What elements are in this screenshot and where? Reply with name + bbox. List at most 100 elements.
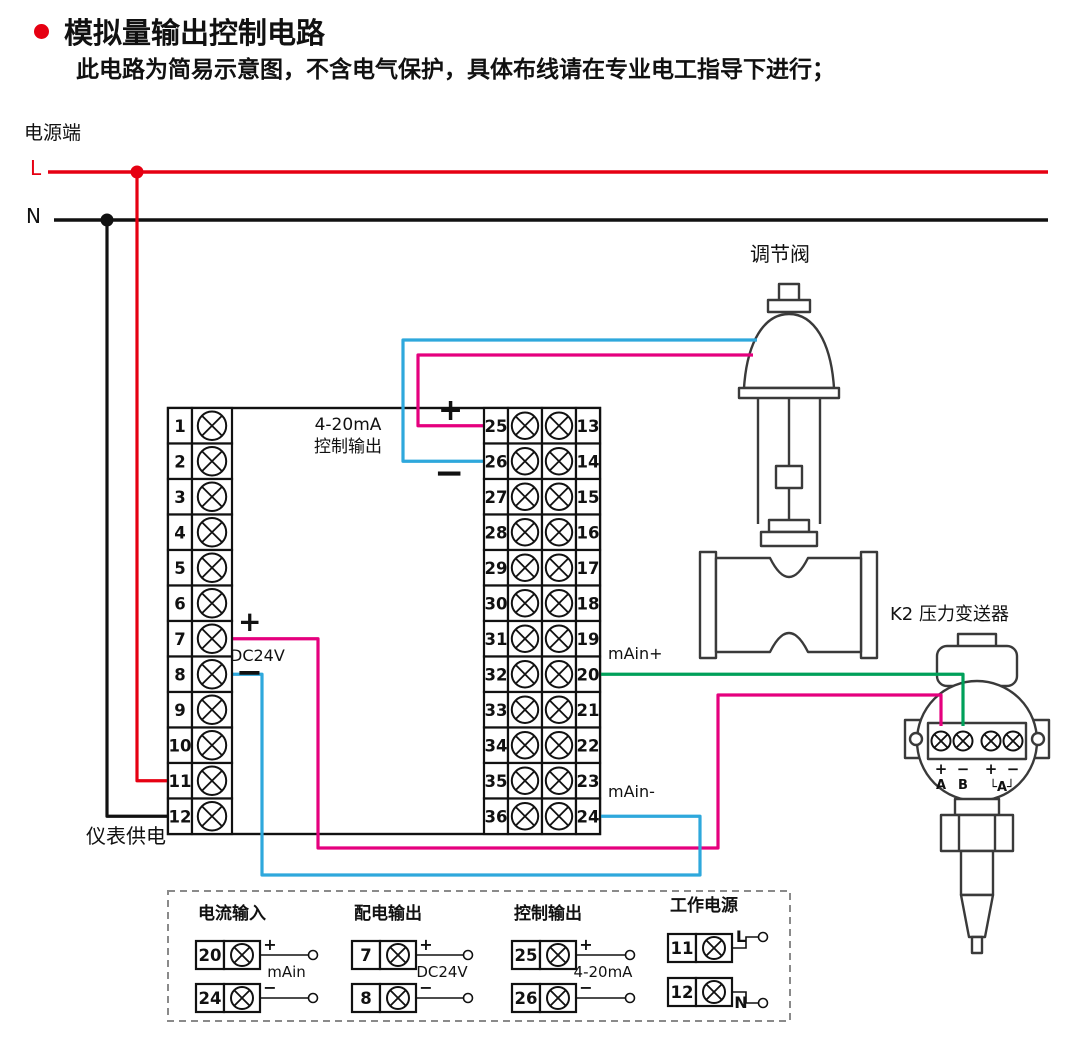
terminal-number: 13 [577, 417, 600, 436]
screw-slot [201, 734, 223, 756]
control-output-line2: 控制输出 [314, 437, 382, 457]
terminal-cell [574, 797, 602, 836]
terminal-cell [166, 477, 194, 516]
transmitter-lug-hole-left [908, 731, 924, 747]
screw-slot [1005, 733, 1021, 749]
screw-slot [705, 983, 723, 1001]
valve-stem-coupling [774, 464, 804, 490]
terminal-number: 26 [515, 989, 538, 1008]
dc24v-minus-wire [210, 672, 702, 877]
terminal-number: 35 [485, 772, 508, 791]
screw-slot [515, 451, 535, 471]
valve-bonnet [759, 530, 819, 548]
screw-slot [983, 733, 999, 749]
terminal-cell [482, 619, 510, 658]
legend-wire-terminal [624, 992, 636, 1004]
screw-slot [515, 700, 535, 720]
terminal-number: 8 [360, 989, 371, 1008]
supply-label: 仪表供电 [86, 824, 166, 848]
valve-top-plate [766, 298, 812, 314]
page-subtitle: 此电路为简易示意图，不含电气保护，具体布线请在专业电工指导下进行； [76, 57, 835, 83]
transmitter-neck-lower [959, 849, 995, 897]
terminal-number: 23 [577, 772, 600, 791]
legend-center-label: 4-20mA [574, 963, 634, 981]
main-plus-wire [590, 672, 965, 726]
valve-bonnet-top [767, 518, 811, 534]
legend-sign-label: N [734, 993, 747, 1012]
legend-center-label: DC24V [416, 963, 468, 981]
pressure-transmitter-drawing [903, 632, 1051, 955]
screw-slot [549, 735, 569, 755]
screw-slot [549, 416, 569, 436]
legend-wire-terminal [307, 992, 319, 1004]
terminal-number: 30 [485, 594, 508, 613]
transmitter-hex-nut [939, 813, 1015, 853]
terminal-number: 11 [671, 939, 694, 958]
terminal-number: 24 [577, 807, 600, 826]
screw-slot [201, 592, 223, 614]
screw-slot [515, 664, 535, 684]
screw-slot [515, 806, 535, 826]
legend-wire-terminal [462, 992, 474, 1004]
terminal-number: 36 [485, 807, 508, 826]
terminal-cell [482, 655, 510, 694]
screw-slot [549, 700, 569, 720]
transmitter-sign-label: − [957, 760, 970, 778]
terminal-number: 26 [485, 452, 508, 471]
valve-plus-wire [416, 353, 753, 428]
terminal-number: 2 [174, 452, 185, 471]
terminal-number: 20 [577, 665, 600, 684]
screw-slot [515, 416, 535, 436]
screw-slot [389, 989, 407, 1007]
terminal-number: 33 [485, 701, 508, 720]
terminal-number: 14 [577, 452, 600, 471]
valve-actuator-base [737, 386, 841, 400]
terminal-cell [482, 797, 510, 836]
legend-sign-label: + [579, 935, 592, 954]
screw-slot [201, 699, 223, 721]
middle-terminal-strip: 2526272829303132333435361314151617181920… [482, 406, 602, 836]
screw-slot [515, 735, 535, 755]
terminal-number: 12 [671, 983, 694, 1002]
screw-slot [201, 415, 223, 437]
screw-slot [389, 946, 407, 964]
terminal-number: 7 [174, 630, 185, 649]
legend-wire-terminal [462, 949, 474, 961]
screw-slot [201, 486, 223, 508]
screw-slot [201, 557, 223, 579]
terminal-cell [166, 797, 194, 836]
dc24v-minus: − [236, 653, 263, 691]
screw-slot [549, 629, 569, 649]
screw-slot [515, 771, 535, 791]
bullet-icon [34, 24, 49, 39]
terminal-number: 17 [577, 559, 600, 578]
terminal-number: 4 [174, 523, 185, 542]
legend-group-title: 电流输入 [198, 903, 266, 924]
legend-wire [732, 991, 759, 1004]
terminal-number: 1 [174, 417, 185, 436]
screw-slot [549, 522, 569, 542]
legend-wire-terminal [307, 949, 319, 961]
control-output-minus: − [434, 453, 465, 494]
transmitter-probe [959, 893, 995, 939]
legend-group-title: 工作电源 [670, 895, 738, 916]
terminal-number: 5 [174, 559, 185, 578]
terminal-number: 25 [485, 417, 508, 436]
screw-slot [549, 771, 569, 791]
screw-slot [549, 664, 569, 684]
screw-slot [549, 806, 569, 826]
transmitter-terminal-name: B [958, 778, 968, 793]
screw-slot [933, 733, 949, 749]
terminal-cell [574, 690, 602, 729]
terminal-cell [574, 477, 602, 516]
terminal-number: 7 [360, 946, 371, 965]
terminal-number: 9 [174, 701, 185, 720]
main-plus-label: mAin+ [608, 644, 663, 663]
transmitter-sign-label: + [935, 760, 948, 778]
terminal-number: 8 [174, 665, 185, 684]
terminal-number: 20 [199, 946, 222, 965]
transmitter-lug-hole-right [1030, 731, 1046, 747]
terminal-cell [194, 982, 226, 1014]
